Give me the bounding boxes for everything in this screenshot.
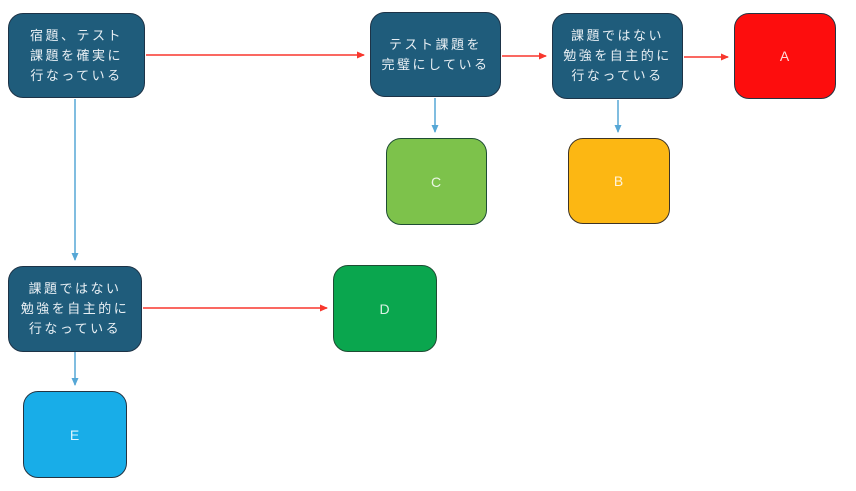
node-letter-label: A [779,48,791,64]
node-text-line: 課題ではない [28,281,122,296]
node-text-line: 宿題、テスト [29,27,123,43]
node-result-a: A [734,13,836,99]
node-letter-label: D [379,300,391,317]
node-result-e: E [23,391,127,478]
node-text-line: テスト課題を [388,36,482,52]
node-result-d: D [333,265,437,352]
node-letter-label: B [613,173,625,189]
node-text-line: 完璧にしている [381,56,490,72]
node-letter-label: C [430,173,443,190]
node-text-line: 課題を確実に [29,47,123,63]
node-text-line: 行なっている [28,321,122,336]
node-result-b: B [568,138,670,224]
node-homework: 宿題、テスト 課題を確実に 行なっている [8,13,145,98]
node-result-c: C [386,138,487,225]
node-text-line: 勉強を自主的に [20,301,130,316]
node-text-line: 行なっている [571,68,664,83]
node-text-line: 課題ではない [570,28,664,43]
node-perfect-test: テスト課題を 完璧にしている [370,12,501,97]
node-text-line: 勉強を自主的に [563,48,672,63]
node-self-study-mid: 課題ではない 勉強を自主的に 行なっている [8,266,142,352]
node-letter-label: E [69,426,81,443]
node-self-study-top: 課題ではない 勉強を自主的に 行なっている [552,13,683,99]
node-text-line: 行なっている [30,67,123,83]
